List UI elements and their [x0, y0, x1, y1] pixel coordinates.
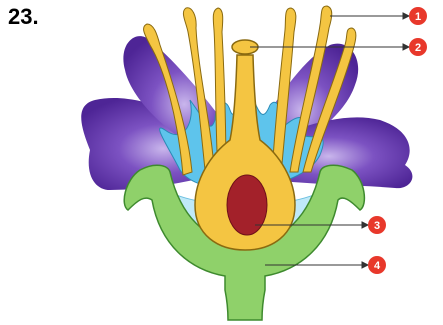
callout-arrow-1 — [403, 13, 409, 19]
callout-label-4: 4 — [374, 260, 381, 272]
callout-label-1: 1 — [415, 11, 421, 23]
callout-1: 1 — [409, 7, 427, 25]
callout-label-2: 2 — [415, 42, 421, 54]
callout-arrow-4 — [362, 262, 368, 268]
callout-label-3: 3 — [374, 220, 380, 232]
callout-arrow-2 — [403, 44, 409, 50]
callout-2: 2 — [409, 38, 427, 56]
callout-4: 4 — [368, 256, 386, 274]
callout-arrow-3 — [362, 222, 368, 228]
callout-3: 3 — [368, 216, 386, 234]
ovule — [227, 175, 267, 235]
